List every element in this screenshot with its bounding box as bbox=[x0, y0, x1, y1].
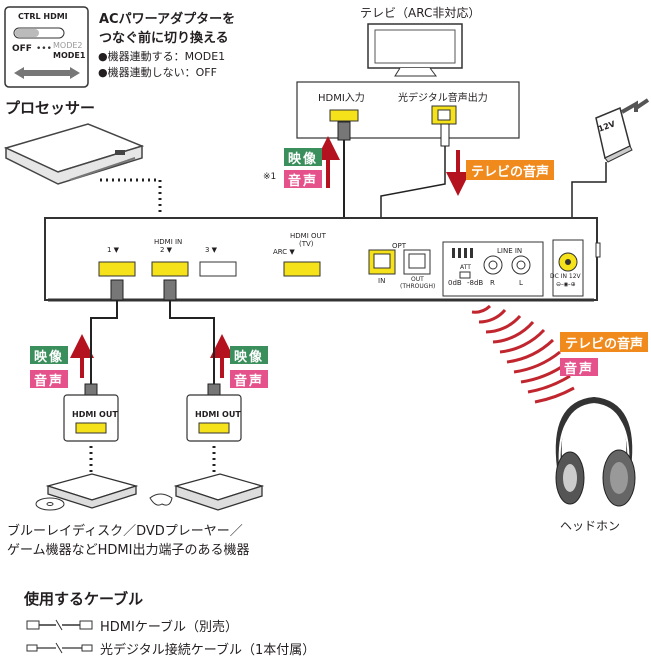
slide-arrow-icon bbox=[14, 67, 80, 79]
instruction-bullet2: ●機器連動しない：OFF bbox=[98, 66, 217, 79]
switch-label-ctrl: CTRL HDMI bbox=[18, 12, 68, 21]
att-0db-label: 0dB bbox=[448, 279, 462, 287]
source1-hdmi-out-label: HDMI OUT bbox=[72, 410, 118, 419]
line-in-label: LINE IN bbox=[497, 247, 523, 255]
tv-port-optical-out-label: 光デジタル音声出力 bbox=[398, 93, 488, 104]
video-tag: 映像 bbox=[284, 148, 322, 167]
att-label: ATT bbox=[460, 264, 471, 271]
instruction-bullet1: ●機器連動する：MODE1 bbox=[98, 50, 226, 63]
hdmi-cable-icon bbox=[26, 619, 93, 631]
audio-tag: 音声 bbox=[284, 170, 322, 189]
hdmi-cable-label: HDMIケーブル（別売） bbox=[100, 620, 239, 635]
cables-title: 使用するケーブル bbox=[24, 590, 144, 608]
source2-audio-tag: 音声 bbox=[230, 370, 268, 389]
processor-label: プロセッサー bbox=[5, 99, 96, 117]
dc-in-label: DC IN 12V bbox=[550, 273, 581, 280]
hdmi-out-tv-label: (TV) bbox=[299, 240, 314, 248]
bd-player-illustration bbox=[35, 473, 139, 511]
tv-title: テレビ（ARC非対応） bbox=[360, 6, 481, 20]
arc-label: ARC ▼ bbox=[273, 248, 295, 256]
port1-label: 1 ▼ bbox=[107, 246, 120, 254]
ctrl-hdmi-switch bbox=[4, 6, 89, 88]
optical-cable-icon bbox=[26, 642, 93, 654]
opt-in-label: IN bbox=[378, 277, 386, 285]
headphone-audio-tag: 音声 bbox=[560, 358, 598, 377]
port2-label: 2 ▼ bbox=[160, 246, 173, 254]
game-console-illustration bbox=[149, 473, 265, 511]
opt-label: OPT bbox=[392, 242, 407, 250]
att-8db-label: -8dB bbox=[467, 279, 484, 287]
switch-label-mode2: MODE2 bbox=[53, 41, 83, 50]
processor-illustration bbox=[3, 123, 145, 185]
processor-rear-panel bbox=[44, 217, 601, 302]
headphone-illustration bbox=[555, 396, 636, 507]
source1-audio-tag: 音声 bbox=[30, 370, 68, 389]
switch-label-off: OFF bbox=[12, 44, 32, 54]
line-in-l-label: L bbox=[519, 279, 523, 287]
tv-illustration bbox=[367, 23, 463, 77]
instruction-line2: つなぐ前に切り換える bbox=[99, 31, 229, 46]
source1-video-tag: 映像 bbox=[30, 346, 68, 365]
tv-audio-tag: テレビの音声 bbox=[466, 160, 555, 180]
port3-label: 3 ▼ bbox=[205, 246, 218, 254]
headphone-label: ヘッドホン bbox=[560, 519, 621, 533]
footnote-mark: ※1 bbox=[263, 172, 277, 182]
optical-cable-label: 光デジタル接続ケーブル（1本付属） bbox=[100, 643, 316, 658]
switch-label-mode1: MODE1 bbox=[53, 51, 86, 60]
headphone-tv-audio-tag: テレビの音声 bbox=[560, 332, 649, 352]
dc-polarity-icon: ⊖-◉-⊕ bbox=[556, 281, 576, 288]
opt-through-label: (THROUGH) bbox=[400, 283, 436, 290]
switch-dots: ••• bbox=[36, 44, 52, 54]
tv-port-hdmi-in-label: HDMI入力 bbox=[318, 93, 365, 104]
hdmi-in-label: HDMI IN bbox=[154, 238, 183, 246]
source2-hdmi-out-label: HDMI OUT bbox=[195, 410, 241, 419]
hdmi-out-label: HDMI OUT bbox=[290, 232, 326, 240]
wireless-waves bbox=[471, 304, 575, 404]
line-in-r-label: R bbox=[490, 279, 495, 287]
device-caption-line1: ブルーレイディスク／DVDプレーヤー／ bbox=[7, 524, 243, 539]
opt-out-label: OUT bbox=[411, 276, 424, 283]
source2-video-tag: 映像 bbox=[230, 346, 268, 365]
device-caption-line2: ゲーム機器などHDMI出力端子のある機器 bbox=[7, 543, 250, 558]
instruction-line1: ACパワーアダプターを bbox=[99, 12, 236, 27]
